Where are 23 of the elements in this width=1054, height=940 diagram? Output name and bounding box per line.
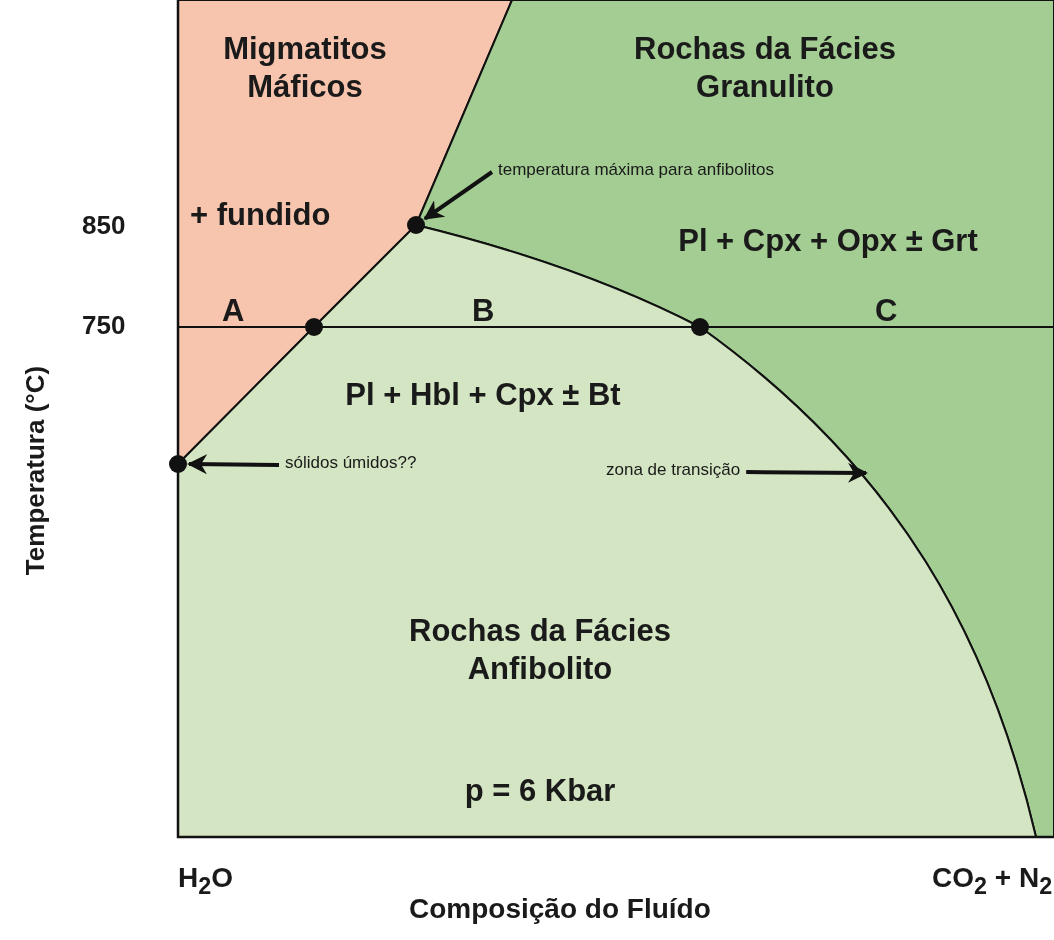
field-label: Migmatitos Máficos	[222, 30, 388, 106]
axis-end-label: CO$_{2}$ + N$_{2}$	[932, 862, 1053, 900]
axis-title: Temperatura (°C)	[19, 365, 51, 575]
leader-arrow	[423, 170, 494, 221]
field-label: Rochas da Fácies Granulito	[633, 30, 897, 106]
field-label: p = 6 Kbar	[463, 772, 617, 810]
zone-label: C	[875, 293, 898, 329]
leader-arrow	[746, 462, 868, 483]
annotation-text: temperatura máxima para anfibolitos	[498, 160, 774, 180]
tick-label: 750	[82, 310, 126, 341]
field-label: Rochas da Fácies Anfibolito	[408, 612, 672, 688]
field-label: Pl + Cpx + Opx ± Grt	[677, 222, 979, 260]
zone-label: A	[222, 293, 245, 329]
data-point	[169, 455, 187, 473]
leader-arrow	[187, 454, 280, 475]
tick-label: 850	[82, 210, 126, 241]
annotation-text: zona de transição	[606, 460, 741, 480]
axis-end-label: H$_{2}$O	[178, 862, 233, 900]
field-label: Pl + Hbl + Cpx ± Bt	[344, 376, 622, 414]
field-label: + fundido	[190, 196, 331, 234]
annotation-text: sólidos úmidos??	[285, 453, 417, 473]
axis-title: Composição do Fluído	[409, 893, 711, 925]
zone-label: B	[472, 293, 495, 329]
